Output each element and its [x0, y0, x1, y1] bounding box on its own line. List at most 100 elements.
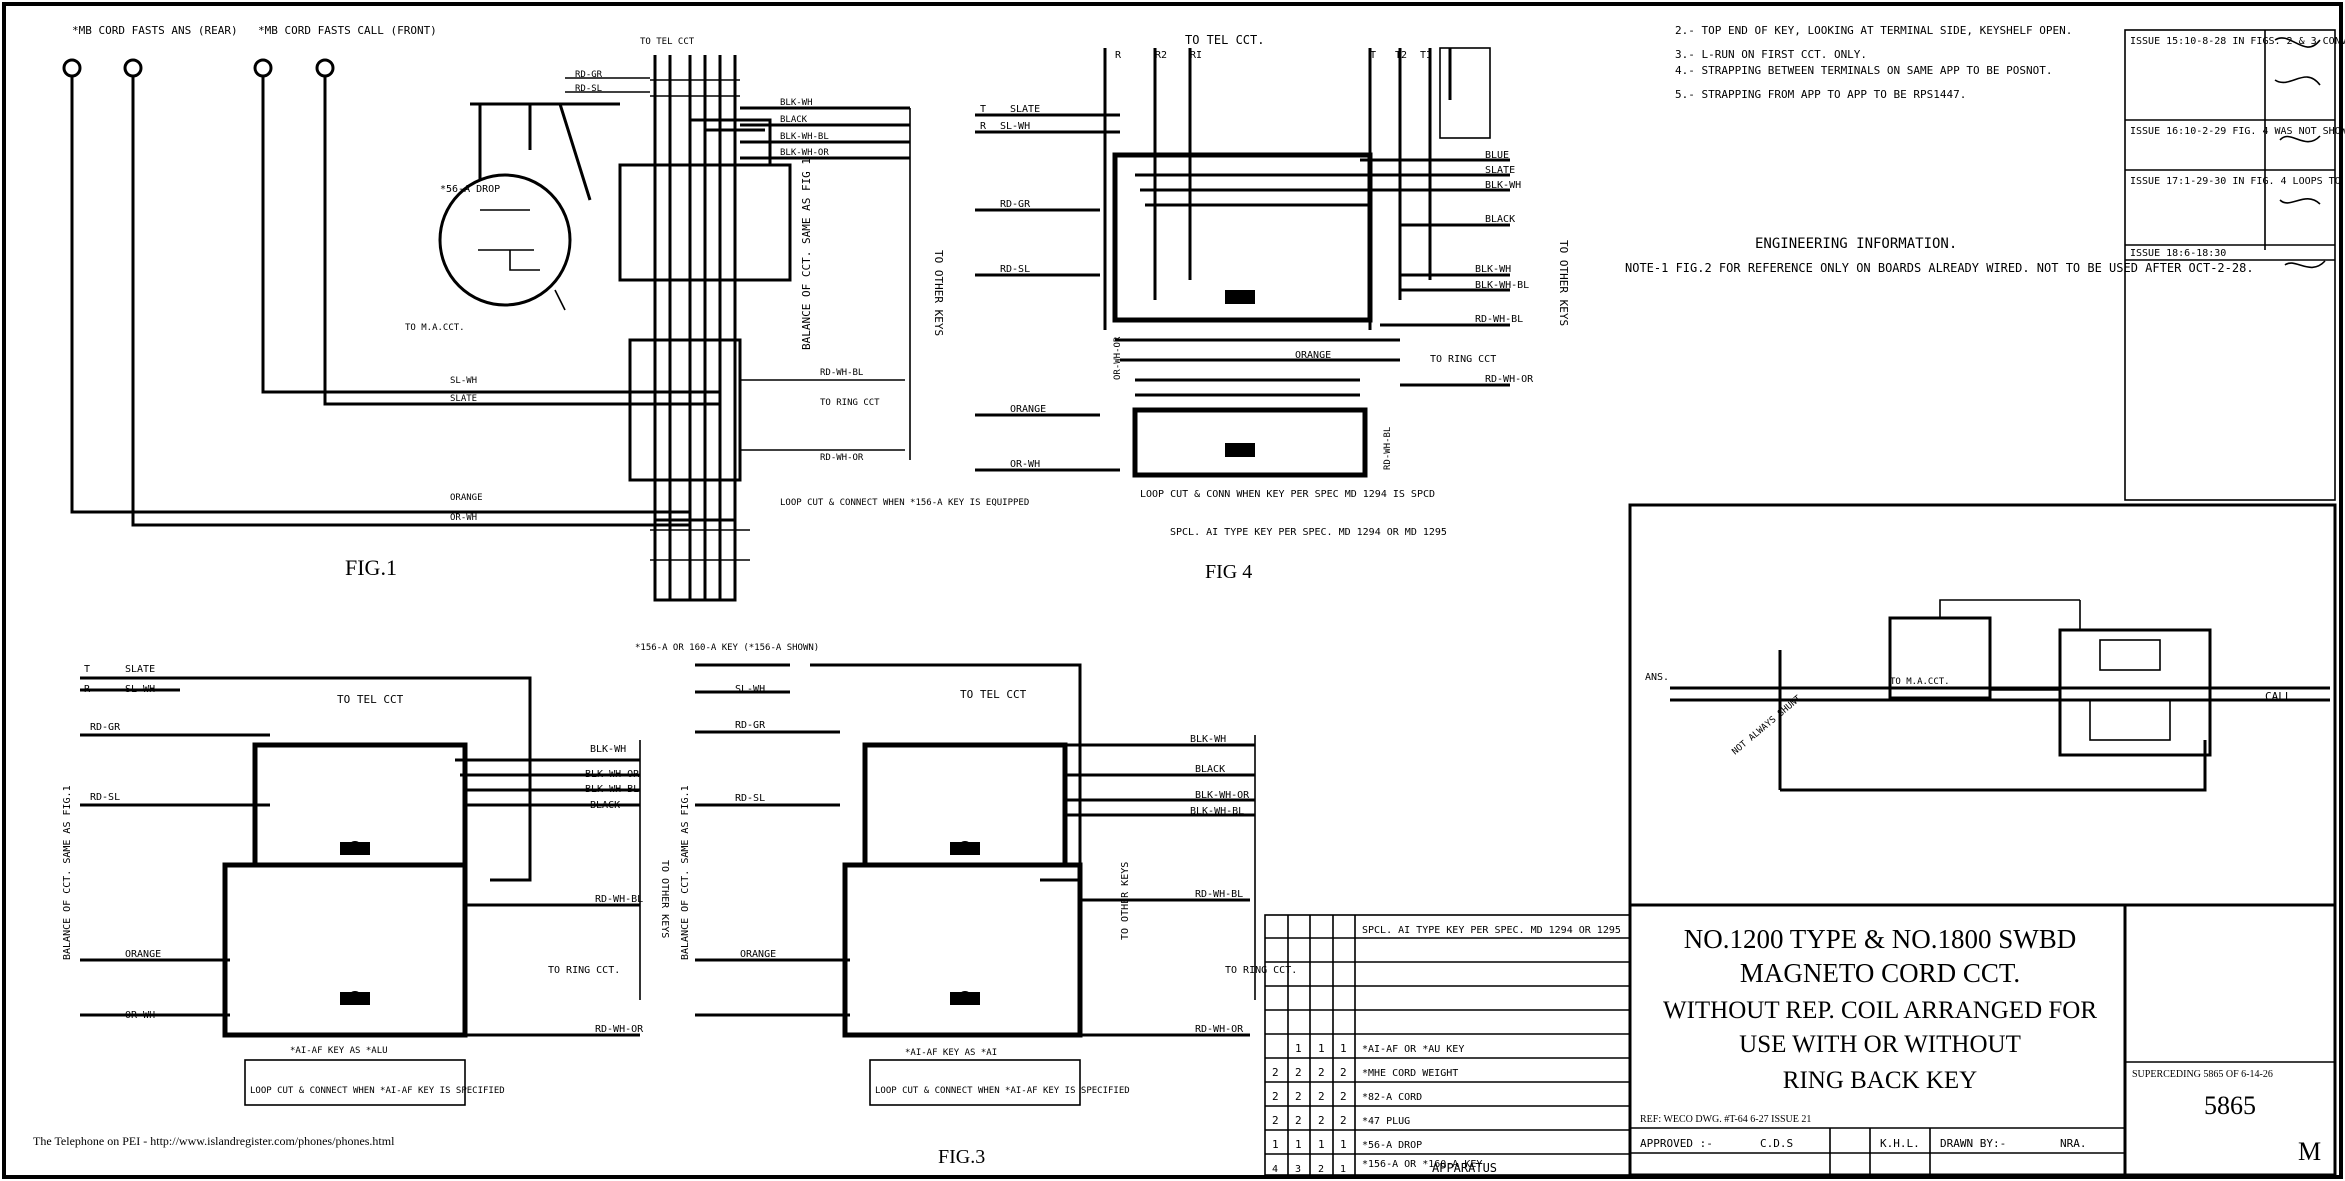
svg-text:1: 1	[1318, 1138, 1325, 1151]
svg-text:R: R	[980, 121, 987, 132]
svg-text:RD-WH-BL: RD-WH-BL	[820, 368, 863, 378]
note-2: 2.- TOP END OF KEY, LOOKING AT TERMINAL …	[1675, 24, 2072, 37]
svg-text:RD-GR: RD-GR	[575, 70, 603, 80]
fig2-wire-rd-wh-or: RD-WH-OR	[595, 1024, 644, 1035]
fig2-wire-rd-wh-bl: RD-WH-BL	[595, 894, 643, 905]
parts-row-9: *156-A OR *160-A KEY	[1362, 1159, 1482, 1170]
fig3-wire-rd-gr: RD-GR	[735, 720, 766, 731]
fig4-key-lower	[1132, 407, 1368, 478]
title-line-3: WITHOUT REP. COIL ARRANGED FOR	[1663, 997, 2097, 1024]
fig2-wire-rd-gr: RD-GR	[90, 722, 121, 733]
fig4-wire-or-wh-or: OR-WH-OR	[1113, 336, 1123, 380]
fig2-wire-sl-wh: SL-WH	[125, 684, 155, 695]
fig2-key-label: *AI-AF KEY AS *ALU	[290, 1046, 388, 1056]
svg-text:1: 1	[1272, 1138, 1279, 1151]
schematic-key	[2058, 628, 2212, 757]
issue-18: ISSUE 18:6-18:30	[2130, 248, 2226, 259]
number-frame	[2123, 903, 2337, 1177]
svg-text:2: 2	[1340, 1066, 1347, 1079]
key-lower	[628, 338, 742, 482]
superseding: SUPERCEDING 5865 OF 6-14-26	[2132, 1069, 2273, 1080]
fig2-to-ring: TO RING CCT.	[548, 965, 620, 976]
note-4: 4.- STRAPPING BETWEEN TERMINALS ON SAME …	[1675, 64, 2053, 77]
fig4-wire-black: BLACK	[1485, 214, 1515, 225]
fig2-key-lower	[222, 862, 468, 1038]
fig2-wire-rd-sl: RD-SL	[90, 792, 120, 803]
jack-front-label: *MB CORD FASTS CALL (FRONT)	[258, 24, 437, 37]
notes-block: 2.- TOP END OF KEY, LOOKING AT TERMINAL …	[1625, 24, 2254, 275]
fig4-terminal-block	[1439, 47, 1491, 139]
svg-text:2: 2	[1272, 1090, 1279, 1103]
svg-text:2: 2	[1272, 1066, 1279, 1079]
fig4-balance: BALANCE OF CCT. SAME AS FIG 1	[800, 158, 813, 350]
fig4-spec-note: SPCL. AI TYPE KEY PER SPEC. MD 1294 OR M…	[1170, 527, 1447, 538]
title-line-1: NO.1200 TYPE & NO.1800 SWBD	[1684, 924, 2077, 954]
fig3-wire-orange: ORANGE	[740, 949, 776, 960]
fig2-wire-black: BLACK	[590, 800, 620, 811]
fig4-term-r: R	[1115, 50, 1122, 61]
fig3-wire-blk-wh: BLK-WH	[1190, 734, 1226, 745]
fig4-wire-rd-wh-or: RD-WH-OR	[1485, 374, 1534, 385]
fig1-to-ring: TO RING CCT	[820, 398, 880, 408]
svg-text:1: 1	[1340, 1138, 1347, 1151]
size-code: M	[2298, 1137, 2321, 1166]
title-block: NO.1200 TYPE & NO.1800 SWBD MAGNETO CORD…	[1628, 903, 2337, 1177]
svg-text:SLATE: SLATE	[450, 394, 477, 404]
issue-15: ISSUE 15:10-8-28 IN FIGS. 2 & 3 CONVENTI…	[2130, 36, 2345, 47]
schematic-to-ma: TO M.A.CCT.	[1890, 677, 1950, 687]
svg-text:2: 2	[1318, 1114, 1325, 1127]
fig4-wire-rd-wh-bl-2: RD-WH-BL	[1383, 427, 1393, 470]
fig4-wire-slate: SLATE	[1485, 165, 1515, 176]
approved-label: APPROVED :-	[1640, 1137, 1713, 1150]
fig3-to-ring: TO RING CCT.	[1225, 965, 1297, 976]
fig3-wire-blk-wh-or: BLK-WH-OR	[1195, 790, 1250, 801]
fig4-wire-rd-wh-bl: RD-WH-BL	[1475, 314, 1523, 325]
svg-text:T: T	[980, 104, 986, 115]
parts-row-6: *82-A CORD	[1362, 1092, 1422, 1103]
fig3-key-lower	[842, 862, 1083, 1038]
svg-text:2: 2	[1318, 1066, 1325, 1079]
checked-value: K.H.L.	[1880, 1137, 1920, 1150]
fig4-term-r2: R2	[1155, 50, 1167, 61]
fig4-to-ring: TO RING CCT	[1430, 354, 1496, 365]
fig1-to-tel: TO TEL CCT	[640, 37, 695, 47]
fig3-wire-rd-sl: RD-SL	[735, 793, 765, 804]
fig2-diagram: T SLATE R SL-WH TO TEL CCT RD-GR RD-SL B…	[62, 664, 670, 1106]
title-line-2: MAGNETO CORD CCT.	[1740, 958, 2020, 988]
issue-block: ISSUE 15:10-8-28 IN FIGS. 2 & 3 CONVENTI…	[2124, 29, 2345, 501]
fig3-key-label: *AI-AF KEY AS *AI	[905, 1048, 997, 1058]
svg-text:2: 2	[1295, 1114, 1302, 1127]
parts-row-8: *56-A DROP	[1362, 1140, 1422, 1151]
title-ref: REF: WECO DWG. #T-64 6-27 ISSUE 21	[1640, 1114, 1811, 1125]
fig1-key-note: *156-A OR 160-A KEY (*156-A SHOWN)	[635, 643, 819, 653]
svg-text:BLK-WH-OR: BLK-WH-OR	[780, 148, 829, 158]
note-5: 5.- STRAPPING FROM APP TO APP TO BE RPS1…	[1675, 88, 1966, 101]
fig1-caption: FIG.1	[345, 555, 397, 580]
fig2-balance: BALANCE OF CCT. SAME AS FIG.1	[62, 785, 73, 960]
fig3-wire-black: BLACK	[1195, 764, 1225, 775]
svg-text:1: 1	[1318, 1042, 1325, 1055]
eng-info-note: NOTE-1 FIG.2 FOR REFERENCE ONLY ON BOARD…	[1625, 261, 2254, 275]
fig2-loop-note: LOOP CUT & CONNECT WHEN *AI-AF KEY IS SP…	[250, 1086, 505, 1096]
svg-text:RD-SL: RD-SL	[1000, 264, 1030, 275]
issue-16: ISSUE 16:10-2-29 FIG. 4 WAS NOT SHOWN.	[2130, 126, 2345, 137]
parts-row-0: SPCL. AI TYPE KEY PER SPEC. MD 1294 OR 1…	[1362, 925, 1621, 936]
svg-text:SL-WH: SL-WH	[450, 376, 477, 386]
parts-footer: APPARATUS	[1432, 1161, 1497, 1175]
title-line-4: USE WITH OR WITHOUT	[1739, 1031, 2021, 1058]
svg-text:RD-WH-OR: RD-WH-OR	[820, 453, 864, 463]
drawing-number: 5865	[2204, 1091, 2256, 1120]
fig1-to-ma: TO M.A.CCT.	[405, 323, 465, 333]
svg-text:2: 2	[1340, 1114, 1347, 1127]
fig2-wire-orange: ORANGE	[125, 949, 161, 960]
fig2-wire-or-wh: OR-WH	[125, 1010, 155, 1021]
fig4-wire-blk-wh-bl: BLK-WH-BL	[1475, 280, 1529, 291]
jack-rear-label: *MB CORD FASTS ANS (REAR)	[72, 24, 238, 37]
parts-list: SPCL. AI TYPE KEY PER SPEC. MD 1294 OR 1…	[1264, 914, 1631, 1176]
svg-text:ORANGE: ORANGE	[450, 493, 483, 503]
svg-text:OR-WH: OR-WH	[450, 513, 477, 523]
fig4-wire-orange: ORANGE	[1295, 350, 1331, 361]
fig3-wire-rd-wh-bl: RD-WH-BL	[1195, 889, 1243, 900]
